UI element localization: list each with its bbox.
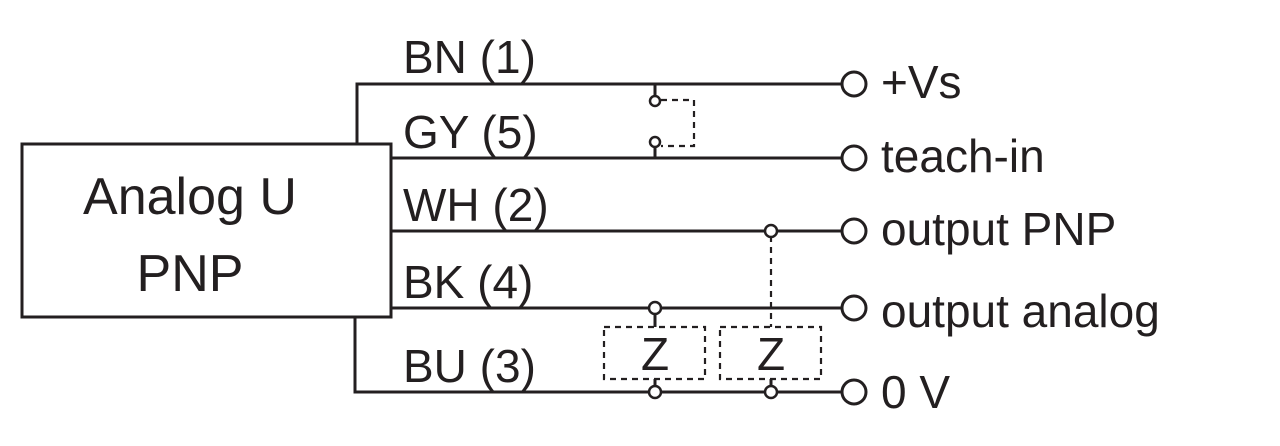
junction-bu-1: [647, 384, 663, 400]
wire-label-gy: GY (5): [403, 106, 538, 158]
teach-switch-contact-bottom: [648, 135, 662, 149]
junction-bu-2: [763, 384, 779, 400]
terminal-teach-in: [840, 144, 868, 172]
wire-bn: [355, 82, 842, 144]
load-label-1: Z: [641, 328, 669, 380]
teach-switch-dashed: [661, 98, 696, 148]
device-label-line1: Analog U: [83, 168, 297, 226]
terminal-label-output-analog: output analog: [881, 285, 1160, 337]
terminal-label-teach-in: teach-in: [881, 130, 1045, 182]
device-label-line2: PNP: [137, 245, 244, 303]
terminal-label-output-pnp: output PNP: [881, 203, 1116, 255]
terminal-output-pnp: [840, 217, 868, 245]
terminal-label-0v: 0 V: [881, 366, 950, 418]
wire-label-bk: BK (4): [403, 256, 533, 308]
load-label-2: Z: [757, 328, 785, 380]
wire-label-bu: BU (3): [403, 340, 536, 392]
terminal-label-vs: +Vs: [881, 56, 962, 108]
wire-bu: [353, 317, 842, 394]
wire-label-bn: BN (1): [403, 31, 536, 83]
junction-wh: [763, 223, 779, 239]
junction-bk: [647, 300, 663, 316]
terminal-vs: [840, 70, 868, 98]
teach-switch-contact-top: [648, 94, 662, 108]
terminal-output-analog: [840, 294, 868, 322]
wire-label-wh: WH (2): [403, 179, 549, 231]
terminal-0v: [840, 378, 868, 406]
